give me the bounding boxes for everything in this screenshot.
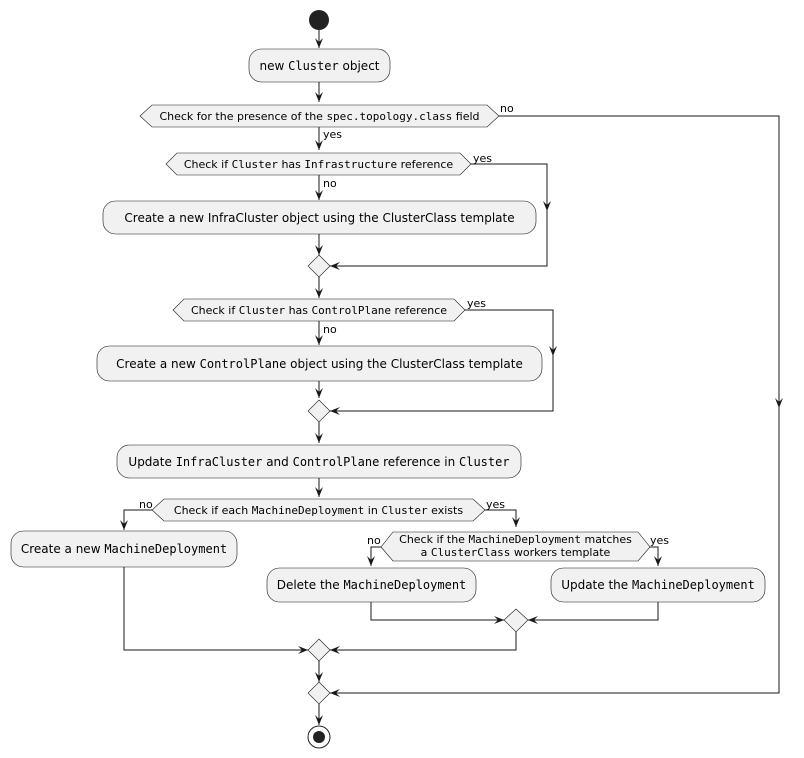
edge-label-topology-no: no	[500, 102, 514, 115]
action-new-cluster-object: new Cluster object	[248, 48, 391, 83]
svg-text:Check for the presence of the: Check for the presence of the spec.topol…	[159, 110, 479, 123]
svg-text:Check if each MachineDeploymen: Check if each MachineDeployment in Clust…	[174, 504, 463, 517]
svg-text:Update InfraCluster and Contro: Update InfraCluster and ControlPlane ref…	[128, 455, 509, 469]
svg-text:Create a new ControlPlane obje: Create a new ControlPlane object using t…	[116, 357, 523, 371]
edge-label-md-matches-no: no	[367, 534, 381, 547]
edge-label-infrastructure-yes: yes	[473, 152, 492, 165]
svg-text:Delete the MachineDeployment: Delete the MachineDeployment	[277, 578, 467, 592]
edge-label-infrastructure-no: no	[323, 177, 337, 190]
edge-label-md-exists-yes: yes	[486, 498, 505, 511]
svg-text:new Cluster object: new Cluster object	[260, 59, 380, 73]
svg-text:Update the MachineDeployment: Update the MachineDeployment	[561, 578, 755, 592]
svg-text:Check if the MachineDeployment: Check if the MachineDeployment matches	[399, 533, 632, 546]
merge-diamond-machinedeployment	[307, 638, 331, 662]
start-node	[309, 10, 329, 30]
edge-label-md-exists-no: no	[139, 498, 153, 511]
end-node	[307, 725, 331, 749]
svg-text:Create a new InfraCluster obje: Create a new InfraCluster object using t…	[124, 211, 514, 225]
merge-diamond-infra	[307, 254, 331, 278]
arrowheads	[120, 38, 783, 725]
svg-text:a ClusterClass workers templat: a ClusterClass workers template	[421, 546, 611, 559]
action-delete-machinedeployment: Delete the MachineDeployment	[266, 567, 477, 603]
edge-label-topology-yes: yes	[323, 128, 342, 141]
action-create-machinedeployment: Create a new MachineDeployment	[10, 530, 238, 568]
merge-diamond-topology	[307, 681, 331, 705]
condition-machinedeployment-matches: Check if the MachineDeployment matches a…	[380, 531, 651, 562]
edge-label-controlplane-yes: yes	[467, 297, 486, 310]
svg-text:Create a new MachineDeployment: Create a new MachineDeployment	[21, 542, 227, 556]
edge-label-md-matches-yes: yes	[650, 534, 669, 547]
action-update-machinedeployment: Update the MachineDeployment	[550, 567, 766, 603]
action-create-infracluster: Create a new InfraCluster object using t…	[102, 200, 537, 235]
condition-controlplane-reference: Check if Cluster has ControlPlane refere…	[172, 298, 466, 322]
action-update-references: Update InfraCluster and ControlPlane ref…	[116, 444, 522, 479]
svg-text:Check if Cluster has Infrastru: Check if Cluster has Infrastructure refe…	[184, 158, 454, 171]
action-create-controlplane: Create a new ControlPlane object using t…	[96, 345, 543, 382]
condition-machinedeployment-exists: Check if each MachineDeployment in Clust…	[151, 498, 486, 522]
condition-infrastructure-reference: Check if Cluster has Infrastructure refe…	[165, 152, 472, 176]
condition-topology-class: Check for the presence of the spec.topol…	[139, 104, 500, 128]
merge-diamond-controlplane	[307, 399, 331, 423]
merge-diamond-machinedeployment-inner	[503, 608, 529, 633]
edge-label-controlplane-no: no	[323, 323, 337, 336]
svg-text:Check if Cluster has ControlPl: Check if Cluster has ControlPlane refere…	[191, 304, 447, 317]
